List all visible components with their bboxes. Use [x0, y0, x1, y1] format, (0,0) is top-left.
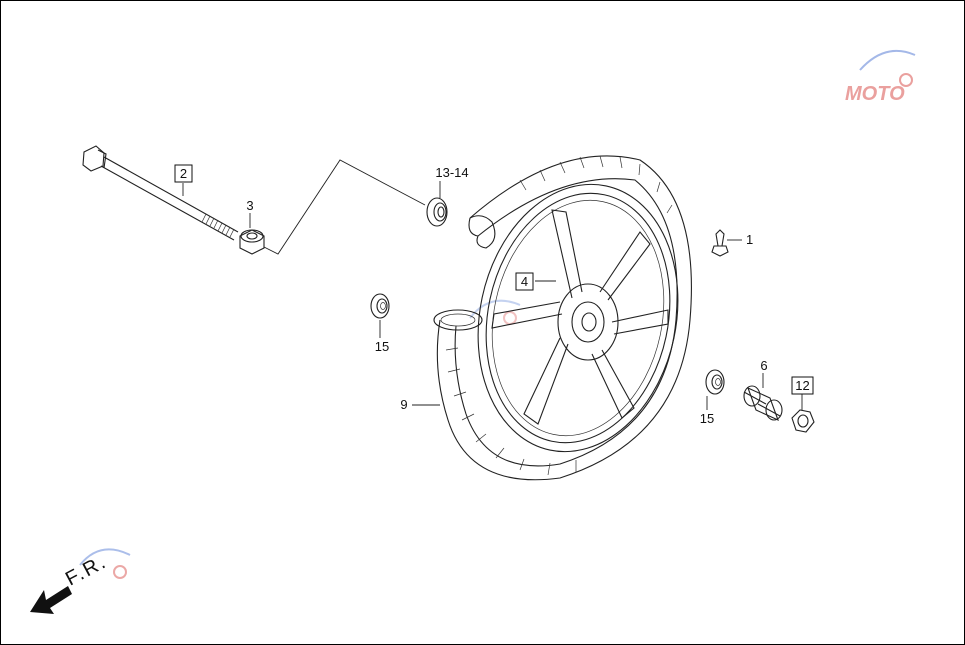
callout-15-left: 15: [375, 339, 389, 354]
watermark-text: MOTO: [845, 83, 905, 105]
callout-4: 4: [521, 274, 528, 289]
watermark-logo-bottom: [79, 548, 131, 579]
callout-box-2: [174, 164, 193, 183]
axle-collar: [239, 229, 265, 255]
callout-box-12: [791, 376, 814, 395]
direction-label: F.R.: [62, 551, 111, 591]
callout-6: 6: [760, 358, 767, 373]
callout-2: 2: [180, 166, 187, 181]
callout-13-14: 13-14: [435, 165, 468, 180]
tire: [433, 155, 692, 481]
wheel-rim: [477, 183, 679, 453]
tire-valve: [711, 229, 729, 257]
axle-path-line: [263, 159, 426, 255]
callout-15-right: 15: [700, 411, 714, 426]
watermark-logo-top: MOTO: [845, 49, 916, 105]
callout-3: 3: [246, 198, 253, 213]
callout-9: 9: [400, 397, 407, 412]
callout-1: 1: [746, 232, 753, 247]
callout-box-4: [515, 272, 534, 291]
bearing-right: [705, 369, 725, 395]
axle-nut: [791, 409, 815, 433]
front-direction-arrow: [30, 586, 72, 614]
callout-12: 12: [795, 378, 809, 393]
bearing-left: [370, 293, 390, 319]
leader-lines: [182, 181, 803, 410]
spacer-tube: [743, 385, 783, 422]
oil-seal: [426, 197, 448, 227]
axle-bolt: [82, 145, 239, 241]
